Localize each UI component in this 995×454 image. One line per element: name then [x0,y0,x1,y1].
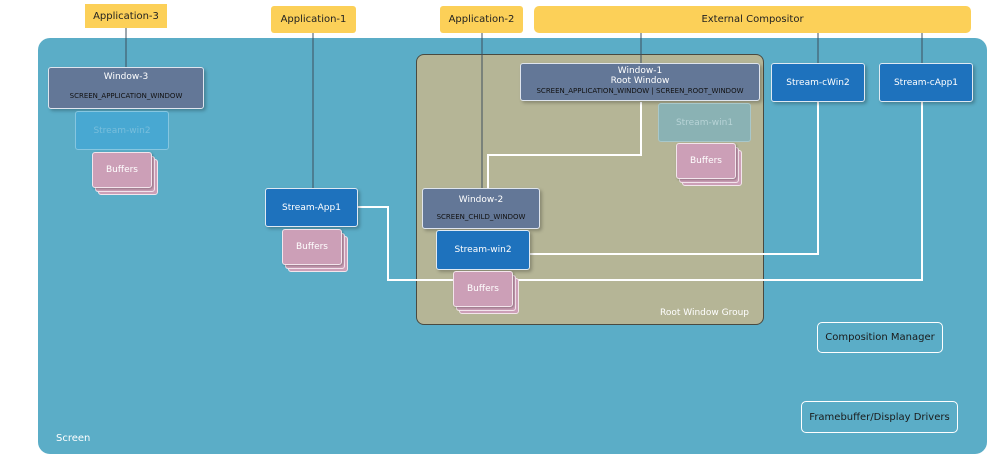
buffers-window2: Buffers [453,271,513,307]
application-3-box: Application-3 [85,4,167,28]
cwin2-to-stream-win2-link [530,102,819,255]
window1-to-window2-link [487,102,642,189]
window-2: Window-2 SCREEN_CHILD_WINDOW [422,188,540,229]
application-1-box: Application-1 [271,6,356,33]
external-compositor-box: External Compositor [534,6,971,33]
buffers-app1: Buffers [282,229,342,265]
window-3-type: SCREEN_APPLICATION_WINDOW [69,92,183,100]
framebuffer-display-drivers-box: Framebuffer/Display Drivers [801,401,958,433]
stream-win2-faded: Stream-win2 [75,111,169,150]
stream-win1-faded: Stream-win1 [658,103,751,142]
buffers-window1: Buffers [676,143,736,179]
window-3: Window-3 SCREEN_APPLICATION_WINDOW [48,67,204,109]
window-2-type: SCREEN_CHILD_WINDOW [436,213,526,221]
window-3-title: Window-3 [103,72,149,82]
window-1-title: Window-1 [617,66,663,76]
window-1-type: SCREEN_APPLICATION_WINDOW | SCREEN_ROOT_… [536,87,744,95]
stream-win2: Stream-win2 [436,230,530,270]
application-2-box: Application-2 [440,6,523,33]
buffers-window3: Buffers [92,152,152,188]
window-1: Window-1 Root Window SCREEN_APPLICATION_… [520,63,760,101]
stream-cwin2: Stream-cWin2 [771,63,865,102]
window-1-subtitle: Root Window [610,76,670,86]
root-window-group-label: Root Window Group [660,308,749,318]
screen-label: Screen [56,433,91,444]
composition-manager-box: Composition Manager [817,322,943,353]
window-2-title: Window-2 [458,195,504,205]
stream-app1: Stream-App1 [265,188,358,227]
stream-capp1: Stream-cApp1 [879,63,973,102]
capp1-to-stream-app1-link [358,102,923,281]
